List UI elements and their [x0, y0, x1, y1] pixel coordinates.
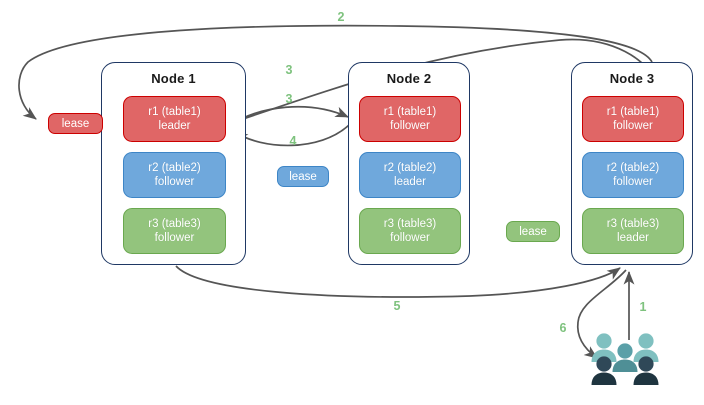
node-2-replica-r2[interactable]: r2 (table2) leader [359, 152, 461, 198]
node-3-replica-r2[interactable]: r2 (table2) follower [582, 152, 684, 198]
node-3-replica-r3-line2: leader [617, 232, 649, 244]
node-1-replica-r2[interactable]: r2 (table2) follower [123, 152, 226, 198]
lease-blue[interactable]: lease [277, 166, 329, 187]
edge-label-4: 4 [289, 134, 297, 148]
node-1-replica-r2-line1: r2 (table2) [148, 162, 201, 174]
node-3-title: Node 3 [609, 71, 655, 86]
node-1-replica-r3-line1: r3 (table3) [148, 218, 201, 230]
node-3-replica-r3[interactable]: r3 (table3) leader [582, 208, 684, 254]
node-2-replica-r3-line2: follower [390, 232, 430, 244]
edge-label-3b: 3 [285, 92, 293, 106]
lease-red[interactable]: lease [48, 113, 103, 134]
node-1[interactable]: Node 1 r1 (table1) leader r2 (table2) fo… [101, 62, 246, 265]
node-2-replica-r2-line1: r2 (table2) [383, 162, 437, 174]
node-1-title: Node 1 [151, 71, 196, 86]
node-2[interactable]: Node 2 r1 (table1) follower r2 (table2) … [348, 62, 470, 265]
edge-label-1: 1 [639, 300, 647, 314]
user-back-right [633, 333, 659, 362]
node-2-replica-r3[interactable]: r3 (table3) follower [359, 208, 461, 254]
node-2-replica-r1[interactable]: r1 (table1) follower [359, 96, 461, 142]
node-3-replica-r3-line1: r3 (table3) [606, 218, 660, 230]
node-1-replica-r3[interactable]: r3 (table3) follower [123, 208, 226, 254]
node-2-replica-r3-line1: r3 (table3) [383, 218, 437, 230]
node-1-replica-r2-line2: follower [154, 176, 195, 188]
users-icon[interactable] [588, 332, 662, 390]
edge-label-2: 2 [337, 10, 345, 24]
edge-5 [175, 265, 621, 298]
lease-green[interactable]: lease [506, 221, 560, 242]
node-3-replica-r1[interactable]: r1 (table1) follower [582, 96, 684, 142]
edge-label-6: 6 [559, 321, 567, 335]
user-middle [612, 343, 638, 372]
user-back-left [591, 333, 617, 362]
user-front-right [633, 356, 659, 385]
node-1-replica-r3-line2: follower [154, 232, 195, 244]
node-2-title: Node 2 [386, 71, 432, 86]
node-1-replica-r1[interactable]: r1 (table1) leader [123, 96, 226, 142]
node-3-replica-r2-line2: follower [613, 176, 653, 188]
node-1-replica-r1-line1: r1 (table1) [148, 106, 201, 118]
edge-label-5: 5 [393, 299, 401, 313]
node-2-replica-r2-line2: leader [394, 176, 426, 188]
node-3-replica-r2-line1: r2 (table2) [606, 162, 660, 174]
node-1-replica-r1-line2: leader [158, 120, 191, 132]
edge-label-3a: 3 [285, 63, 293, 77]
node-2-replica-r1-line2: follower [390, 120, 430, 132]
node-3-replica-r1-line2: follower [613, 120, 653, 132]
user-front-left [591, 356, 617, 385]
edge-3-lower [228, 105, 349, 127]
node-3[interactable]: Node 3 r1 (table1) follower r2 (table2) … [571, 62, 693, 265]
node-2-replica-r1-line1: r1 (table1) [383, 106, 437, 118]
node-3-replica-r1-line1: r1 (table1) [606, 106, 660, 118]
